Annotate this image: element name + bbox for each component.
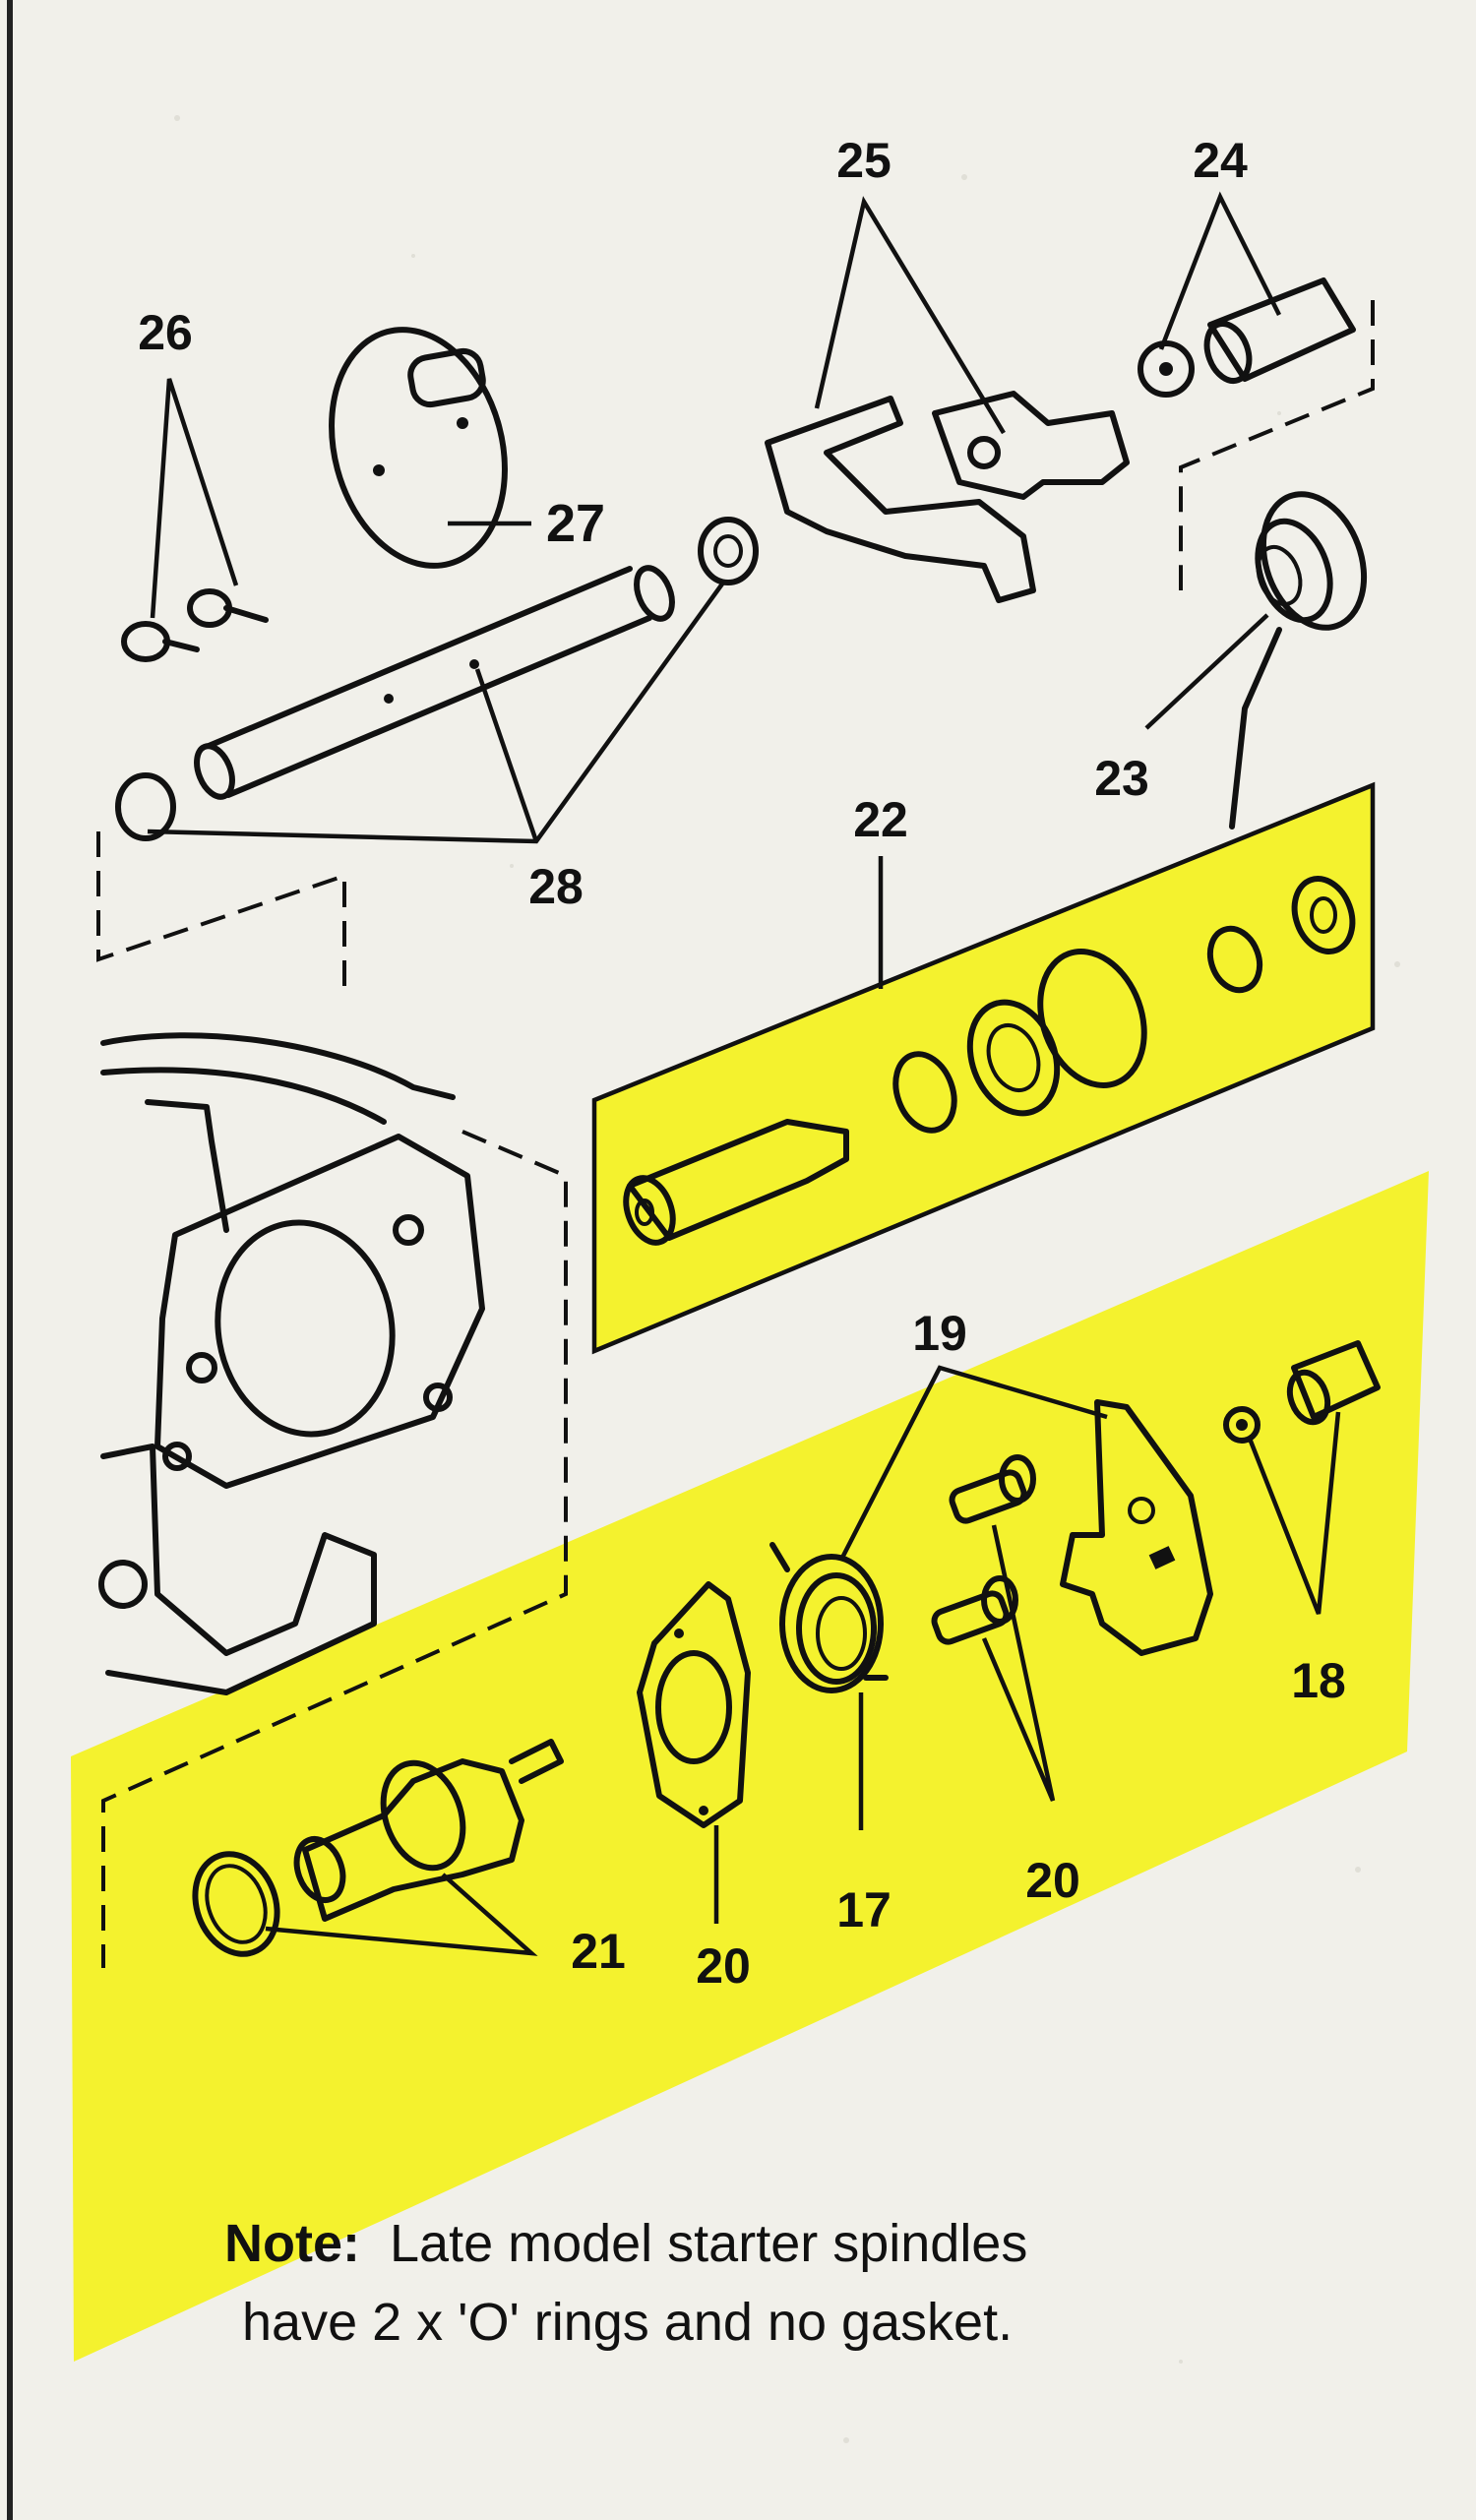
part-25-throttle-lever [765,391,1130,603]
leader-28b [474,668,539,842]
part-18-ferrule [1223,1340,1381,1444]
note-line-1: Note: Late model starter spindles [224,2204,1307,2283]
part-26-screws [121,588,269,662]
guide-shaft-left [96,831,346,994]
leader-24 [1158,191,1282,350]
label-21: 21 [571,1924,626,1979]
leader-20-screws [981,1524,1056,1802]
label-23: 23 [1094,751,1149,806]
label-28: 28 [528,859,584,914]
part-17-spring [769,1542,889,1693]
part-23-spring [1229,491,1368,830]
note-line-2: have 2 x 'O' rings and no gasket. [242,2293,1014,2352]
leader-26 [150,378,239,619]
label-25: 25 [836,133,892,188]
guide-upper-right [1179,300,1375,590]
leader-18 [1247,1411,1341,1615]
label-20-gasket: 20 [696,1938,751,1994]
highlight-choke-assembly [594,785,1373,1351]
leader-23 [1144,613,1269,730]
leader-19 [838,1365,1108,1562]
leader-25 [814,196,1006,435]
highlight-starter-assembly [71,1171,1429,2362]
part-27-throttle-disc [329,327,508,569]
note-line-1-text: Late model starter spindles [390,2214,1028,2273]
part-22-outline-box [591,781,1376,1355]
carburettor-body [98,1032,485,1695]
part-20-screws [931,1454,1036,1645]
part-24-ferrule [1138,277,1356,398]
part-28-throttle-shaft [115,517,759,841]
label-27: 27 [546,494,605,553]
guide-carb-right [101,1130,568,1968]
note-heading: Note: [224,2214,360,2273]
label-18: 18 [1291,1653,1346,1708]
leader-21 [265,1873,538,1956]
part-21-starter-spindle [192,1739,564,1957]
label-26: 26 [138,305,193,360]
label-24: 24 [1193,133,1248,188]
label-22: 22 [853,792,908,847]
part-20-gasket [637,1581,751,1828]
note-text: Note: Late model starter spindles have 2… [224,2204,1307,2362]
label-17: 17 [836,1882,892,1937]
part-19-choke-plate [1060,1399,1213,1656]
part-22-choke-spindle [623,876,1356,1246]
label-19: 19 [912,1306,967,1361]
label-20-screws: 20 [1025,1853,1080,1908]
